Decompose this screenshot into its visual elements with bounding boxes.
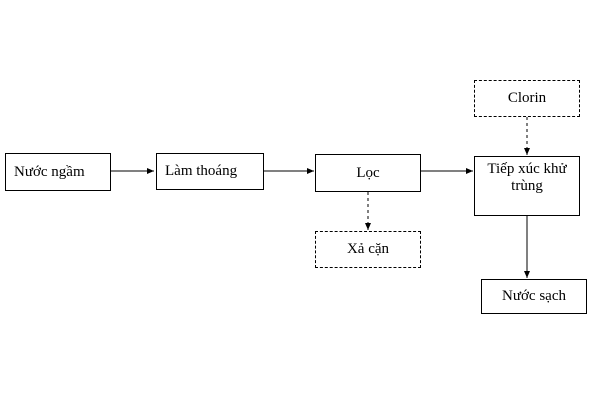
node-disinfection-label: Tiếp xúc khử trùng	[487, 161, 567, 194]
node-filtration: Lọc	[315, 154, 421, 192]
node-chlorine: Clorin	[474, 80, 580, 117]
node-aeration: Làm thoáng	[156, 153, 264, 190]
node-sludge-discharge-label: Xả cặn	[346, 241, 390, 257]
node-groundwater: Nước ngầm	[5, 153, 111, 191]
node-disinfection: Tiếp xúc khử trùng	[474, 156, 580, 216]
node-filtration-label: Lọc	[356, 164, 380, 181]
node-sludge-discharge: Xả cặn	[315, 231, 421, 268]
node-aeration-label: Làm thoáng	[165, 163, 238, 179]
node-clean-water: Nước sạch	[481, 279, 587, 314]
node-groundwater-label: Nước ngầm	[14, 163, 85, 180]
node-chlorine-label: Clorin	[507, 90, 547, 106]
node-clean-water-label: Nước sạch	[502, 288, 566, 304]
